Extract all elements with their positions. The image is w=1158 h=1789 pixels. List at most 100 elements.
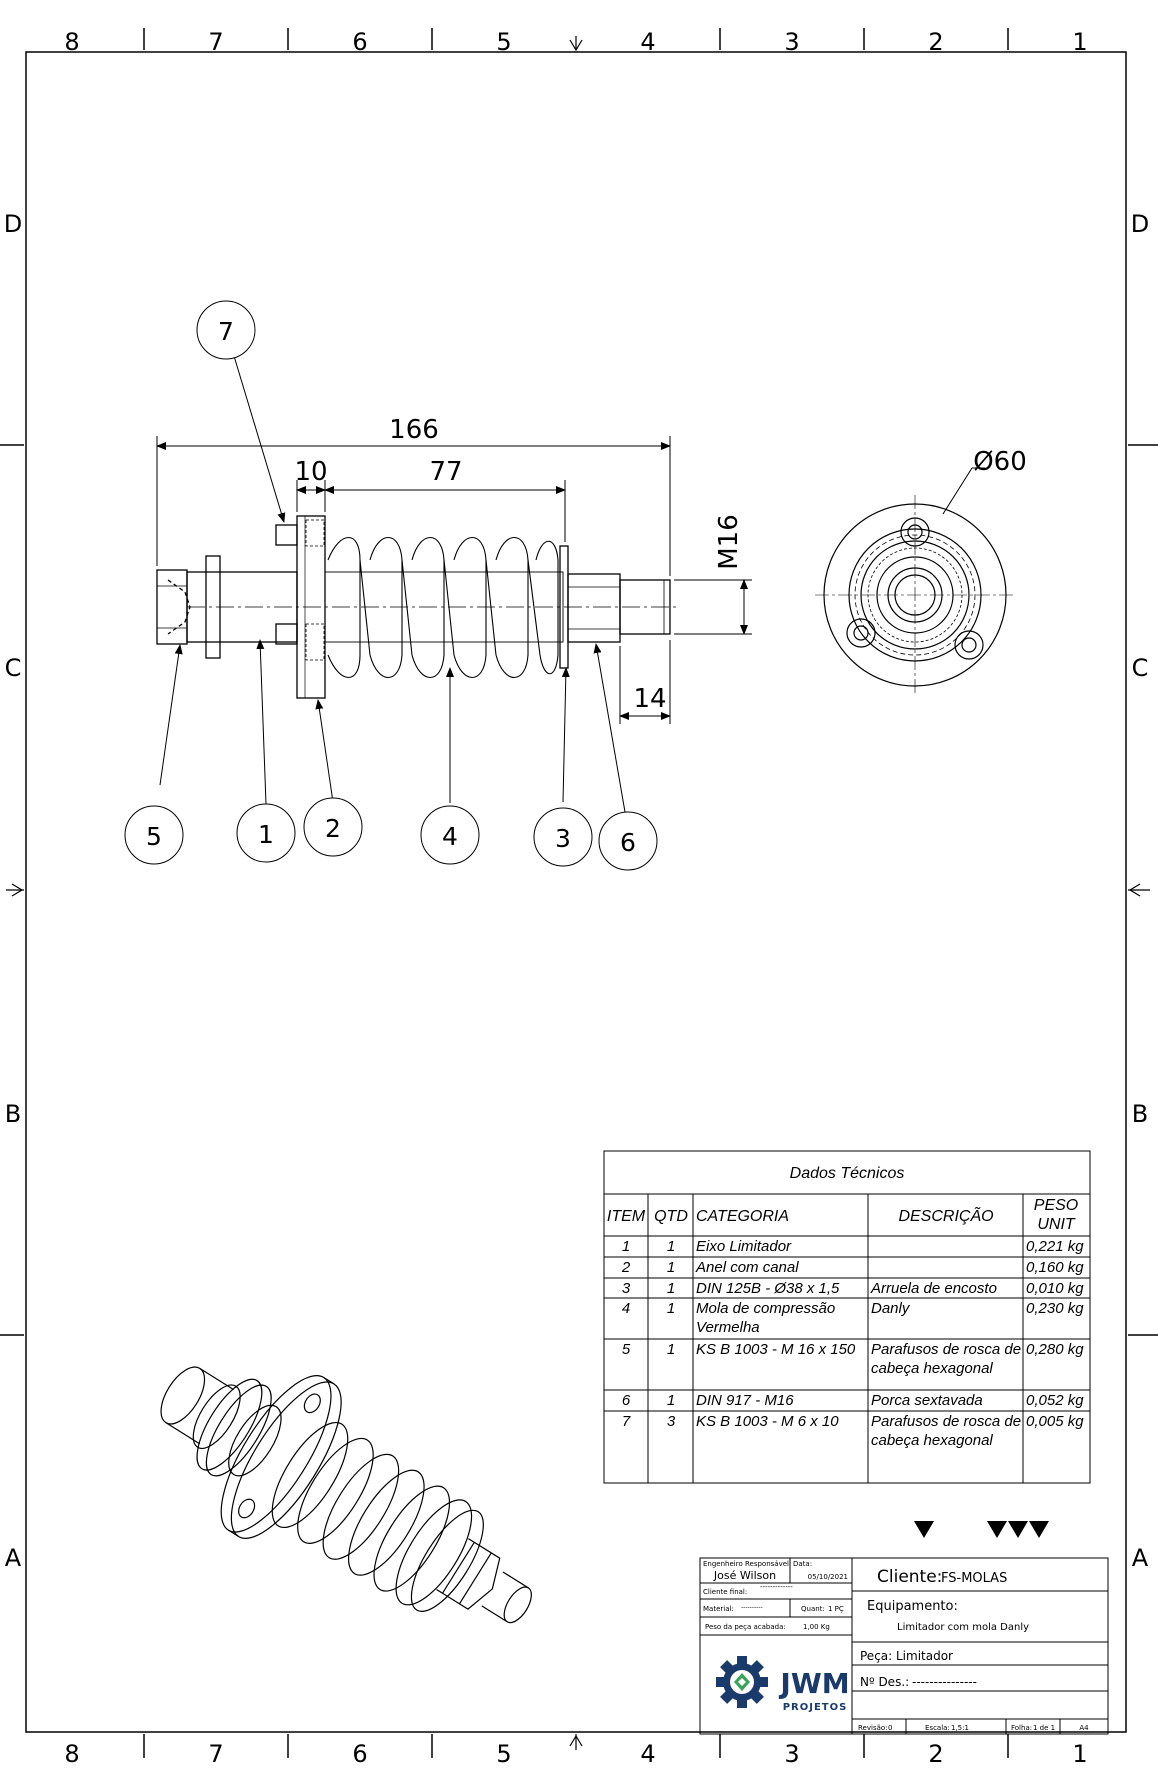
zone-col-label: 3 xyxy=(784,1740,799,1768)
zone-column-labels-bottom: 8 7 6 5 4 3 2 1 xyxy=(64,1740,1087,1768)
svg-text:3: 3 xyxy=(555,824,571,853)
material-value: ---------- xyxy=(741,1604,763,1611)
zone-col-label: 4 xyxy=(640,28,655,56)
zone-row-label: A xyxy=(1132,1544,1149,1572)
zone-row-label: B xyxy=(5,1100,21,1128)
zone-col-label: 2 xyxy=(928,1740,943,1768)
date-label: Data: xyxy=(793,1560,812,1568)
client-label: Cliente: xyxy=(877,1567,942,1587)
zone-col-label: 7 xyxy=(208,28,223,56)
bom-cell-qtd: 1 xyxy=(667,1280,675,1297)
isometric-view xyxy=(160,1366,532,1624)
logo-subtext: PROJETOS xyxy=(783,1702,848,1713)
border-frame xyxy=(25,51,1127,1733)
jwm-logo: JWM PROJETOS xyxy=(716,1656,850,1713)
weight-value: 1,00 Kg xyxy=(803,1623,830,1631)
bom-cell-descricao: cabeça hexagonal xyxy=(871,1360,993,1377)
svg-text:1: 1 xyxy=(258,820,274,849)
balloons: 7 5 1 2 4 3 6 xyxy=(124,300,658,871)
bom-header-categoria: CATEGORIA xyxy=(696,1208,789,1225)
zone-col-label: 3 xyxy=(784,28,799,56)
balloon-leaders xyxy=(159,355,626,813)
client-final-value: ------------- xyxy=(760,1583,793,1591)
dimension-77: 77 xyxy=(429,457,462,487)
bom-cell-qtd: 1 xyxy=(667,1300,675,1317)
side-view xyxy=(156,515,680,699)
zone-row-label: C xyxy=(5,654,22,682)
drawing-number-label: Nº Des.: xyxy=(860,1675,909,1689)
svg-text:5: 5 xyxy=(146,822,162,851)
balloon-item-2: 2 xyxy=(303,797,363,857)
bolt-thread-end xyxy=(619,579,671,635)
bom-cell-categoria: Anel com canal xyxy=(695,1259,799,1276)
revision-value: 0 xyxy=(888,1724,892,1732)
zone-col-label: 8 xyxy=(64,1740,79,1768)
engineer-label: Engenheiro Responsável: xyxy=(703,1560,791,1568)
dimension-texts: 166 10 77 14 Ø60 M16 xyxy=(294,415,1026,714)
dimension-10: 10 xyxy=(294,457,327,487)
compression-spring xyxy=(327,536,559,679)
bom-cell-categoria: Eixo Limitador xyxy=(696,1238,792,1255)
zone-col-label: 5 xyxy=(496,28,511,56)
sheet-value: 1 de 1 xyxy=(1033,1724,1055,1732)
bom-cell-qtd: 1 xyxy=(667,1238,675,1255)
bom-cell-categoria: DIN 125B - Ø38 x 1,5 xyxy=(696,1280,840,1297)
drawing-number-value: --------------- xyxy=(912,1675,977,1689)
zone-col-label: 5 xyxy=(496,1740,511,1768)
balloon-item-1: 1 xyxy=(236,803,296,863)
bom-cell-categoria: Vermelha xyxy=(696,1319,760,1336)
bom-cell-categoria: KS B 1003 - M 16 x 150 xyxy=(696,1341,856,1358)
bom-cell-peso: 0,010 kg xyxy=(1026,1280,1084,1297)
zone-row-label: C xyxy=(1132,654,1149,682)
bom-cell-peso: 0,280 kg xyxy=(1026,1341,1084,1358)
bom-cell-item: 2 xyxy=(621,1259,631,1276)
balloon-item-5: 5 xyxy=(124,805,184,865)
part-label: Peça: xyxy=(860,1649,892,1663)
bom-title: Dados Técnicos xyxy=(790,1165,905,1182)
bom-cell-item: 5 xyxy=(622,1341,631,1358)
gear-icon xyxy=(716,1656,768,1708)
zone-row-label: B xyxy=(1132,1100,1148,1128)
bom-cell-descricao: cabeça hexagonal xyxy=(871,1432,993,1449)
zone-ticks xyxy=(0,28,1158,1758)
revision-label: Revisão: xyxy=(858,1724,888,1732)
svg-text:6: 6 xyxy=(620,828,636,857)
bom-header-peso: PESO xyxy=(1034,1197,1078,1214)
bom-cell-categoria: DIN 917 - M16 xyxy=(696,1392,794,1409)
zone-col-label: 8 xyxy=(64,28,79,56)
hex-nut xyxy=(567,573,621,643)
surface-finish-symbols xyxy=(914,1521,1049,1538)
zone-col-label: 1 xyxy=(1072,28,1087,56)
dimension-166: 166 xyxy=(389,415,439,445)
zone-col-label: 6 xyxy=(352,1740,367,1768)
balloon-item-4: 4 xyxy=(420,805,480,865)
material-label: Material: xyxy=(703,1605,734,1613)
dimension-lines xyxy=(156,436,985,724)
paper-size: A4 xyxy=(1079,1724,1089,1732)
zone-row-labels: D C B A D C B A xyxy=(4,210,1149,1572)
bom-header-qtd: QTD xyxy=(654,1208,688,1225)
title-block: Engenheiro Responsável: José Wilson Data… xyxy=(699,1557,1109,1735)
bom-header-descricao: DESCRIÇÃO xyxy=(898,1206,993,1225)
bom-cell-categoria: KS B 1003 - M 6 x 10 xyxy=(696,1413,839,1430)
client-value: FS-MOLAS xyxy=(941,1571,1007,1586)
quant-value: 1 PÇ xyxy=(828,1605,844,1613)
scale-value: 1,5:1 xyxy=(951,1724,969,1732)
bom-cell-item: 6 xyxy=(622,1392,631,1409)
bom-cell-peso: 0,160 kg xyxy=(1026,1259,1084,1276)
sheet-label: Folha: xyxy=(1011,1724,1032,1732)
bom-cell-qtd: 1 xyxy=(667,1341,675,1358)
bom-cell-peso: 0,052 kg xyxy=(1026,1392,1084,1409)
logo-text: JWM xyxy=(778,1667,849,1700)
svg-text:2: 2 xyxy=(325,814,341,843)
bom-cell-peso: 0,005 kg xyxy=(1026,1413,1084,1430)
date-value: 05/10/2021 xyxy=(808,1573,848,1581)
dimension-diameter-60: Ø60 xyxy=(973,447,1027,477)
bom-header-unit: UNIT xyxy=(1037,1216,1076,1233)
zone-column-labels-top: 8 7 6 5 4 3 2 1 xyxy=(64,28,1087,56)
zone-row-label: D xyxy=(4,210,22,238)
bom-cell-peso: 0,230 kg xyxy=(1026,1300,1084,1317)
zone-col-label: 6 xyxy=(352,28,367,56)
